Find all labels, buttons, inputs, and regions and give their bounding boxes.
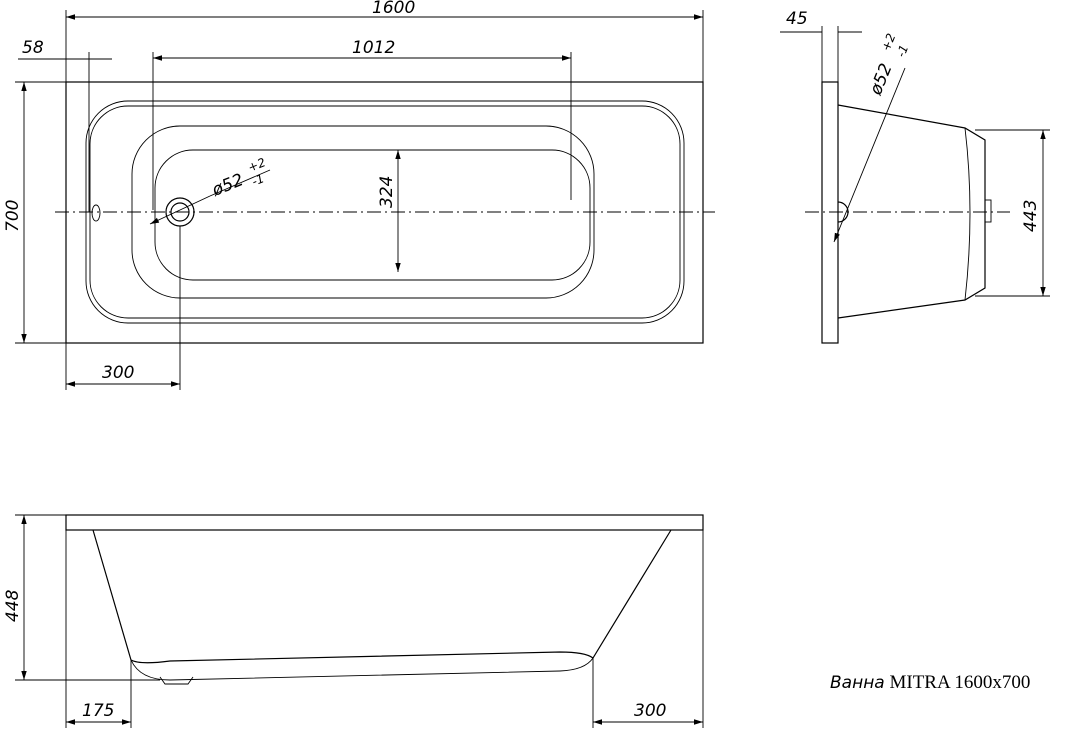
overflow-hole — [91, 204, 101, 222]
dim-inner-length: 1012 — [352, 38, 395, 58]
end-rim — [821, 81, 839, 344]
end-view: 45 ø52 +2 -1 443 — [780, 9, 1050, 344]
dim-rim-thickness: 45 — [786, 9, 808, 29]
end-body-curve — [964, 127, 971, 301]
plan-bottom-inner — [154, 149, 591, 281]
caption-prefix: Ванна — [830, 673, 885, 693]
plan-drain-tol-upper: +2 — [246, 155, 268, 175]
caption-model: MITRA 1600x700 — [889, 672, 1031, 693]
end-drain-diameter: ø52 — [866, 61, 897, 99]
plan-outer-rim — [65, 81, 704, 344]
end-drain-tol-lower: -1 — [894, 43, 911, 59]
end-foot — [984, 199, 992, 223]
side-view: 448 175 300 — [3, 514, 704, 728]
side-drain-outlet — [159, 676, 194, 685]
dim-height: 448 — [3, 589, 23, 622]
dim-overall-width: 700 — [3, 200, 23, 232]
side-rim — [65, 514, 704, 531]
end-drain-tol-upper: +2 — [879, 31, 899, 53]
side-body — [92, 529, 672, 664]
dim-overall-length: 1600 — [372, 0, 415, 18]
dim-bottom-width: 443 — [1021, 200, 1041, 232]
dim-edge-offset: 58 — [22, 38, 44, 58]
dim-drain-offset: 300 — [102, 363, 134, 383]
plan-drain-diameter: ø52 — [208, 170, 246, 201]
side-bottom — [130, 657, 594, 681]
plan-view: 1600 58 1012 700 324 ø52 +2 -1 300 — [3, 0, 715, 390]
dim-inner-width: 324 — [377, 176, 397, 208]
end-body — [837, 104, 986, 319]
dim-right-offset: 300 — [634, 701, 666, 721]
plan-drain-tol-lower: -1 — [250, 171, 266, 188]
dim-left-offset: 175 — [82, 701, 114, 721]
drawing-caption: Ванна MITRA 1600x700 — [830, 672, 1030, 694]
